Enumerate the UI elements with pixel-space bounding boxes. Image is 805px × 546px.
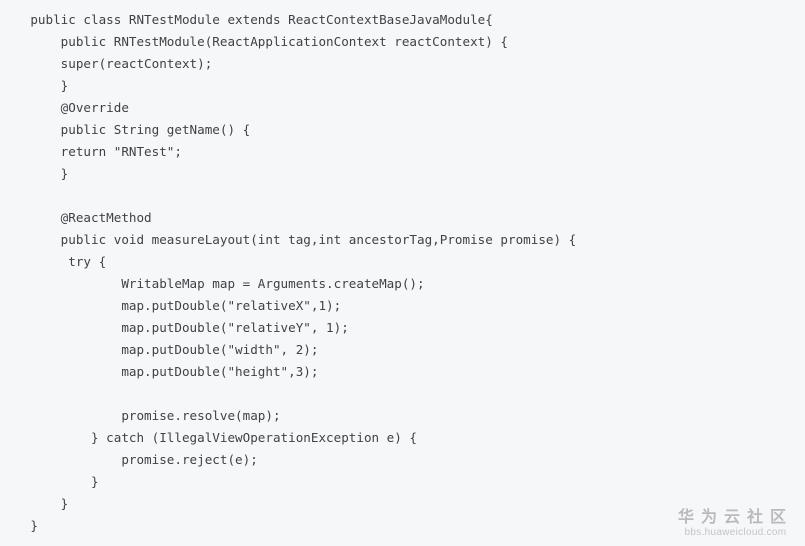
code-line: return "RNTest"; [0, 144, 182, 159]
code-line: public void measureLayout(int tag,int an… [0, 232, 577, 247]
code-line: @Override [0, 100, 129, 115]
code-line: map.putDouble("relativeY", 1); [0, 320, 349, 335]
code-line: WritableMap map = Arguments.createMap(); [0, 276, 425, 291]
code-line: } [0, 78, 69, 93]
code-line: public class RNTestModule extends ReactC… [0, 12, 493, 27]
watermark-brand: 华为云社区 [677, 507, 793, 526]
code-line: try { [0, 254, 107, 269]
code-line: map.putDouble("relativeX",1); [0, 298, 342, 313]
code-line [0, 185, 576, 207]
code-line: public RNTestModule(ReactApplicationCont… [0, 34, 508, 49]
code-line: promise.resolve(map); [0, 408, 281, 423]
code-line: } [0, 166, 69, 181]
code-line: } [0, 474, 99, 489]
code-line: public String getName() { [0, 122, 251, 137]
code-line: } catch (IllegalViewOperationException e… [0, 430, 418, 445]
watermark-url: bbs.huaweicloud.com [684, 527, 787, 538]
code-line: @ReactMethod [0, 210, 152, 225]
code-line: } [0, 518, 38, 533]
code-line: map.putDouble("height",3); [0, 364, 319, 379]
watermark: 华为云社区 bbs.huaweicloud.com [678, 507, 793, 539]
code-line: promise.reject(e); [0, 452, 258, 467]
code-line: super(reactContext); [0, 56, 213, 71]
code-lines: public class RNTestModule extends ReactC… [0, 9, 576, 537]
code-line: map.putDouble("width", 2); [0, 342, 319, 357]
code-line: } [0, 496, 69, 511]
code-line [0, 383, 576, 405]
